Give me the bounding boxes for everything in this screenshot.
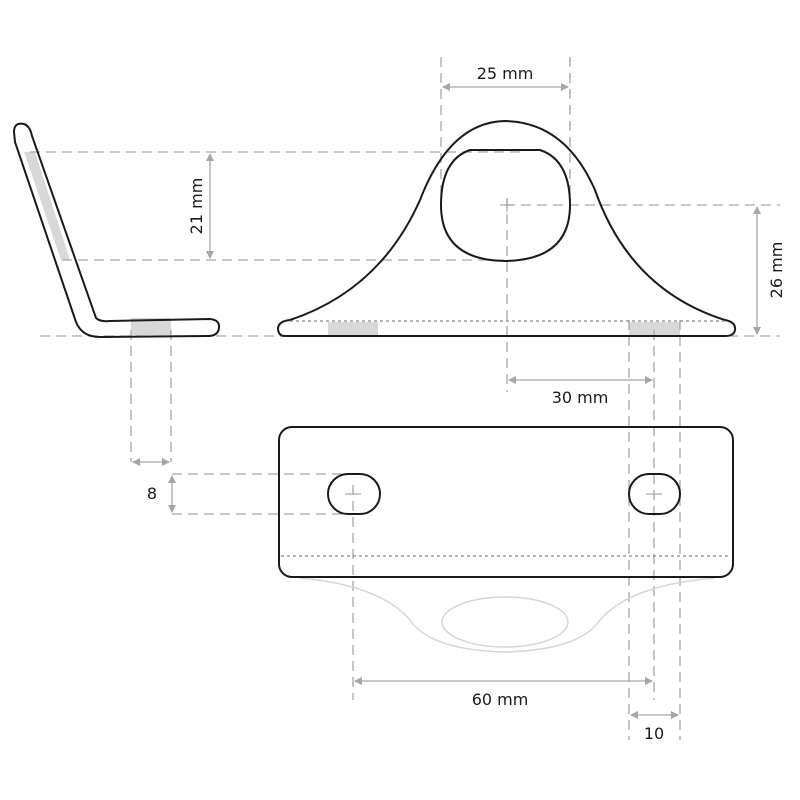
label-21mm: 21 mm bbox=[187, 178, 206, 235]
label-26mm: 26 mm bbox=[767, 242, 786, 299]
top-view bbox=[278, 426, 734, 653]
side-view bbox=[12, 122, 221, 339]
slot-right bbox=[628, 473, 681, 515]
shaded-contact-areas bbox=[24, 152, 680, 335]
label-30mm: 30 mm bbox=[552, 388, 609, 407]
slot-left bbox=[327, 473, 381, 515]
label-10: 10 bbox=[644, 724, 664, 743]
dimension-arrows bbox=[132, 83, 761, 719]
label-8: 8 bbox=[147, 484, 157, 503]
label-25mm: 25 mm bbox=[477, 64, 534, 83]
label-60mm: 60 mm bbox=[472, 690, 529, 709]
extension-lines bbox=[30, 57, 780, 740]
front-view bbox=[276, 119, 737, 337]
